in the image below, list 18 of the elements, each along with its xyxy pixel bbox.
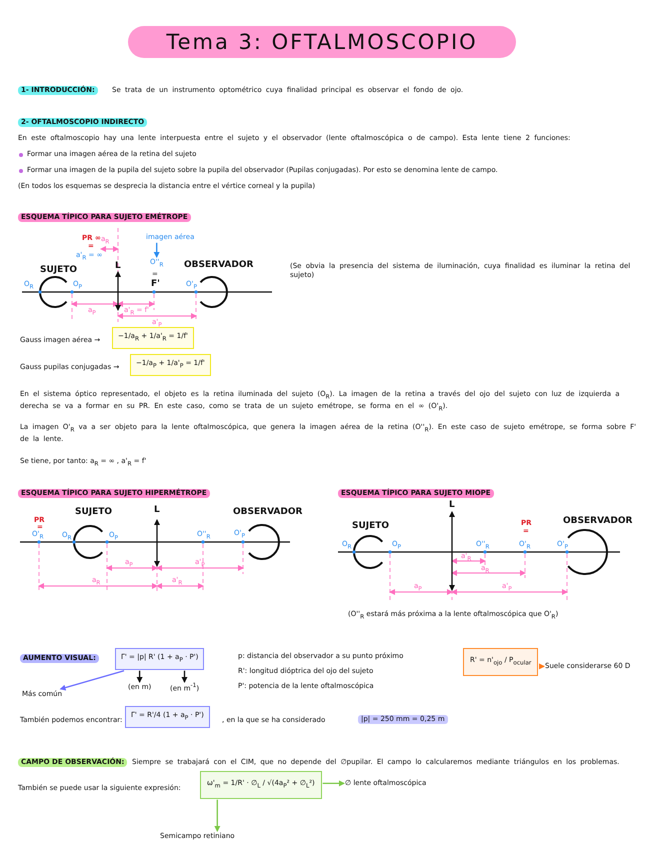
arrow <box>182 670 188 683</box>
arrow <box>136 670 143 683</box>
lens-label: L <box>449 500 455 512</box>
lens-label: L <box>154 505 160 516</box>
arrow <box>60 670 124 690</box>
arrow <box>322 780 345 786</box>
arrow <box>539 663 545 670</box>
subject-label: SUJETO <box>352 521 390 532</box>
subject-label: SUJETO <box>40 265 78 276</box>
lens-label: L <box>115 261 121 272</box>
observer-label: OBSERVADOR <box>563 516 632 528</box>
arrow <box>154 242 160 258</box>
subject-label: SUJETO <box>75 507 112 518</box>
point-label: F' <box>151 279 160 290</box>
observer-label: OBSERVADOR <box>233 507 302 518</box>
page-title: Tema 3: OFTALMOSCOPIO <box>128 26 516 58</box>
observer-label: OBSERVADOR <box>184 260 254 272</box>
arrow <box>214 800 220 832</box>
